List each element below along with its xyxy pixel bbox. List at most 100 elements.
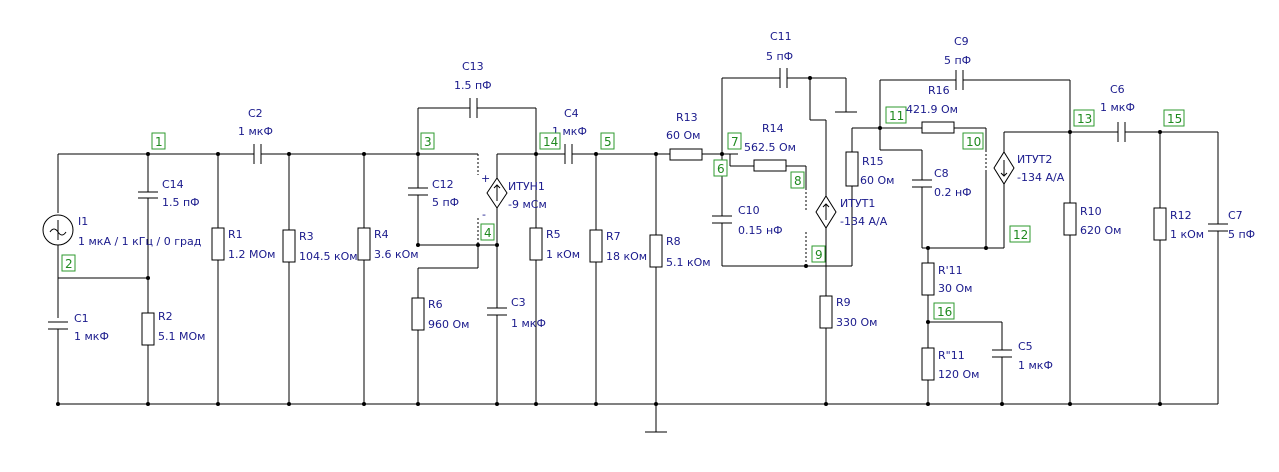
cccs-ITUT1 <box>815 195 837 229</box>
resistor-R16 <box>921 121 955 134</box>
node-16: 16 <box>933 302 955 320</box>
label-I1-value: 1 мкА / 1 кГц / 0 град <box>78 235 202 248</box>
node-9: 9 <box>811 245 826 263</box>
resistor-R4 <box>357 227 371 261</box>
label-C10-value: 0.15 нФ <box>738 224 783 237</box>
capacitor-C7 <box>1208 223 1228 232</box>
label-R1-value: 1.2 МОм <box>228 248 275 261</box>
label-R4-name: R4 <box>374 228 389 241</box>
node-4: 4 <box>480 223 495 241</box>
label-R15-name: R15 <box>862 155 884 168</box>
resistor-R14 <box>753 159 787 172</box>
label-R6-name: R6 <box>428 298 443 311</box>
resistor-R6 <box>411 297 425 331</box>
label-R15-value: 60 Ом <box>860 174 894 187</box>
label-R5-value: 1 кОм <box>546 248 580 261</box>
resistor-R13 <box>669 148 703 161</box>
label-R7-value: 18 кОм <box>606 250 647 263</box>
capacitor-C10 <box>712 215 732 224</box>
capacitor-C8 <box>912 179 932 188</box>
label-R11b-name: R"11 <box>938 349 965 362</box>
svg-text:14: 14 <box>543 135 558 149</box>
label-C4-value: 1 мкФ <box>552 125 587 138</box>
label-R12-value: 1 кОм <box>1170 228 1204 241</box>
resistor-R2 <box>141 312 155 346</box>
current-source-I1 <box>42 214 74 246</box>
label-R16-value: 421.9 Ом <box>906 103 958 116</box>
svg-text:3: 3 <box>424 135 432 149</box>
svg-text:13: 13 <box>1077 112 1092 126</box>
label-R2-value: 5.1 МОм <box>158 330 205 343</box>
label-C11-value: 5 пФ <box>766 50 793 63</box>
label-ITUN1-name: ИТУН1 <box>508 180 545 193</box>
label-C7-name: C7 <box>1228 209 1243 222</box>
capacitor-C1 <box>48 321 68 330</box>
node-2: 2 <box>61 254 76 272</box>
svg-text:7: 7 <box>731 135 739 149</box>
capacitor-C4 <box>564 144 573 164</box>
label-R8-name: R8 <box>666 235 681 248</box>
label-R8-value: 5.1 кОм <box>666 256 711 269</box>
label-R3-value: 104.5 кОм <box>299 250 358 263</box>
label-C6-value: 1 мкФ <box>1100 101 1135 114</box>
label-R9-name: R9 <box>836 296 851 309</box>
node-6: 6 <box>713 159 728 177</box>
label-R9-value: 330 Ом <box>836 316 877 329</box>
label-C14-name: C14 <box>162 178 184 191</box>
label-R14-value: 562.5 Ом <box>744 141 796 154</box>
svg-text:1: 1 <box>155 135 163 149</box>
label-ITUT2-value: -134 А/А <box>1017 171 1065 184</box>
svg-text:2: 2 <box>65 257 73 271</box>
label-R6-value: 960 Ом <box>428 318 469 331</box>
resistor-R11-upper <box>921 262 935 296</box>
svg-text:10: 10 <box>966 135 981 149</box>
label-R16-name: R16 <box>928 84 950 97</box>
label-C8-value: 0.2 нФ <box>934 186 972 199</box>
label-R5-name: R5 <box>546 228 561 241</box>
resistor-R11-lower <box>921 347 935 381</box>
node-3: 3 <box>420 132 435 150</box>
svg-text:11: 11 <box>889 109 904 123</box>
capacitor-C5 <box>992 349 1012 358</box>
svg-text:4: 4 <box>484 226 492 240</box>
node-15: 15 <box>1163 109 1185 127</box>
node-12: 12 <box>1009 225 1031 243</box>
capacitor-C2 <box>253 144 262 164</box>
junction-dots <box>56 76 1162 406</box>
svg-text:5: 5 <box>604 135 612 149</box>
label-I1-name: I1 <box>78 215 88 228</box>
node-11: 11 <box>885 106 907 124</box>
label-C2-name: C2 <box>248 107 263 120</box>
capacitor-C11 <box>779 68 788 88</box>
polarity-plus: + <box>481 172 490 185</box>
label-R11b-value: 120 Ом <box>938 368 979 381</box>
label-C4-name: C4 <box>564 107 579 120</box>
node-8: 8 <box>790 171 805 189</box>
svg-text:16: 16 <box>937 305 952 319</box>
label-C14-value: 1.5 пФ <box>162 196 200 209</box>
resistor-R10 <box>1063 202 1077 236</box>
label-C7-value: 5 пФ <box>1228 228 1255 241</box>
label-C11-name: C11 <box>770 30 792 43</box>
capacitor-C9 <box>955 70 964 90</box>
svg-text:9: 9 <box>815 248 823 262</box>
resistor-R7 <box>589 229 603 263</box>
resistor-R3 <box>282 229 296 263</box>
cccs-ITUT2 <box>993 151 1015 185</box>
label-C9-value: 5 пФ <box>944 54 971 67</box>
label-C1-name: C1 <box>74 312 89 325</box>
label-C5-name: C5 <box>1018 340 1033 353</box>
label-R10-name: R10 <box>1080 205 1102 218</box>
resistor-R12 <box>1153 207 1167 241</box>
label-ITUT1-name: ИТУТ1 <box>840 197 875 210</box>
label-ITUN1-value: -9 мСм <box>508 198 547 211</box>
label-R1-name: R1 <box>228 228 243 241</box>
label-R11a-value: 30 Ом <box>938 282 972 295</box>
capacitor-C13 <box>469 98 478 118</box>
label-R12-name: R12 <box>1170 209 1192 222</box>
label-R11a-name: R'11 <box>938 264 963 277</box>
label-C13-value: 1.5 пФ <box>454 79 492 92</box>
label-R2-name: R2 <box>158 310 173 323</box>
node-1: 1 <box>151 132 166 150</box>
